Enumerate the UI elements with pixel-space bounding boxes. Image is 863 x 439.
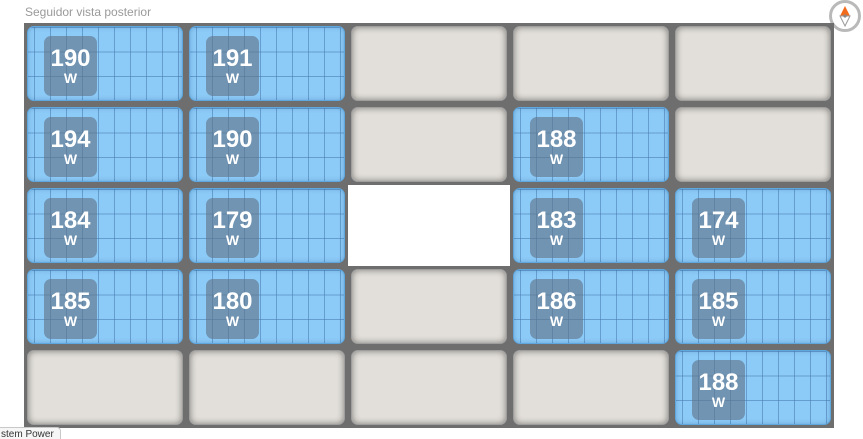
power-value: 188 [698,369,739,396]
empty-panel [189,350,345,425]
power-unit: W [63,313,78,329]
panel-cell [510,23,672,104]
power-unit: W [225,313,240,329]
power-unit: W [225,70,240,86]
empty-panel [351,269,507,344]
panel-cell [672,104,834,185]
panel-cell [24,347,186,428]
power-unit: W [225,151,240,167]
power-unit: W [549,313,564,329]
empty-panel [513,350,669,425]
power-unit: W [549,232,564,248]
panel-cell [348,347,510,428]
system-power-tab[interactable]: stem Power [0,427,61,439]
panel-cell [510,347,672,428]
power-value: 179 [212,207,253,234]
panel-cell [672,23,834,104]
power-value: 190 [50,45,91,72]
power-value: 185 [50,288,91,315]
power-unit: W [63,70,78,86]
empty-panel [351,26,507,101]
panel-cell [348,23,510,104]
power-unit: W [549,151,564,167]
panel-cell [348,104,510,185]
power-value: 174 [698,207,739,234]
empty-panel [27,350,183,425]
power-value: 180 [212,288,253,315]
panel-cell [186,347,348,428]
power-value: 191 [212,45,253,72]
power-value: 188 [536,126,577,153]
compass-needle-icon [839,6,851,27]
power-unit: W [63,232,78,248]
page-title: Seguidor vista posterior [25,5,152,19]
power-unit: W [225,232,240,248]
power-unit: W [711,232,726,248]
empty-panel [351,350,507,425]
panel-cell [348,266,510,347]
compass-icon[interactable] [829,0,861,32]
power-unit: W [711,394,726,410]
empty-panel [675,26,831,101]
blank-slot [348,185,510,266]
power-value: 185 [698,288,739,315]
empty-panel [675,107,831,182]
power-value: 183 [536,207,577,234]
power-value: 194 [50,126,91,153]
empty-panel [513,26,669,101]
empty-panel [351,107,507,182]
power-value: 184 [50,207,91,234]
power-value: 186 [536,288,577,315]
power-unit: W [63,151,78,167]
power-value: 190 [212,126,253,153]
power-unit: W [711,313,726,329]
